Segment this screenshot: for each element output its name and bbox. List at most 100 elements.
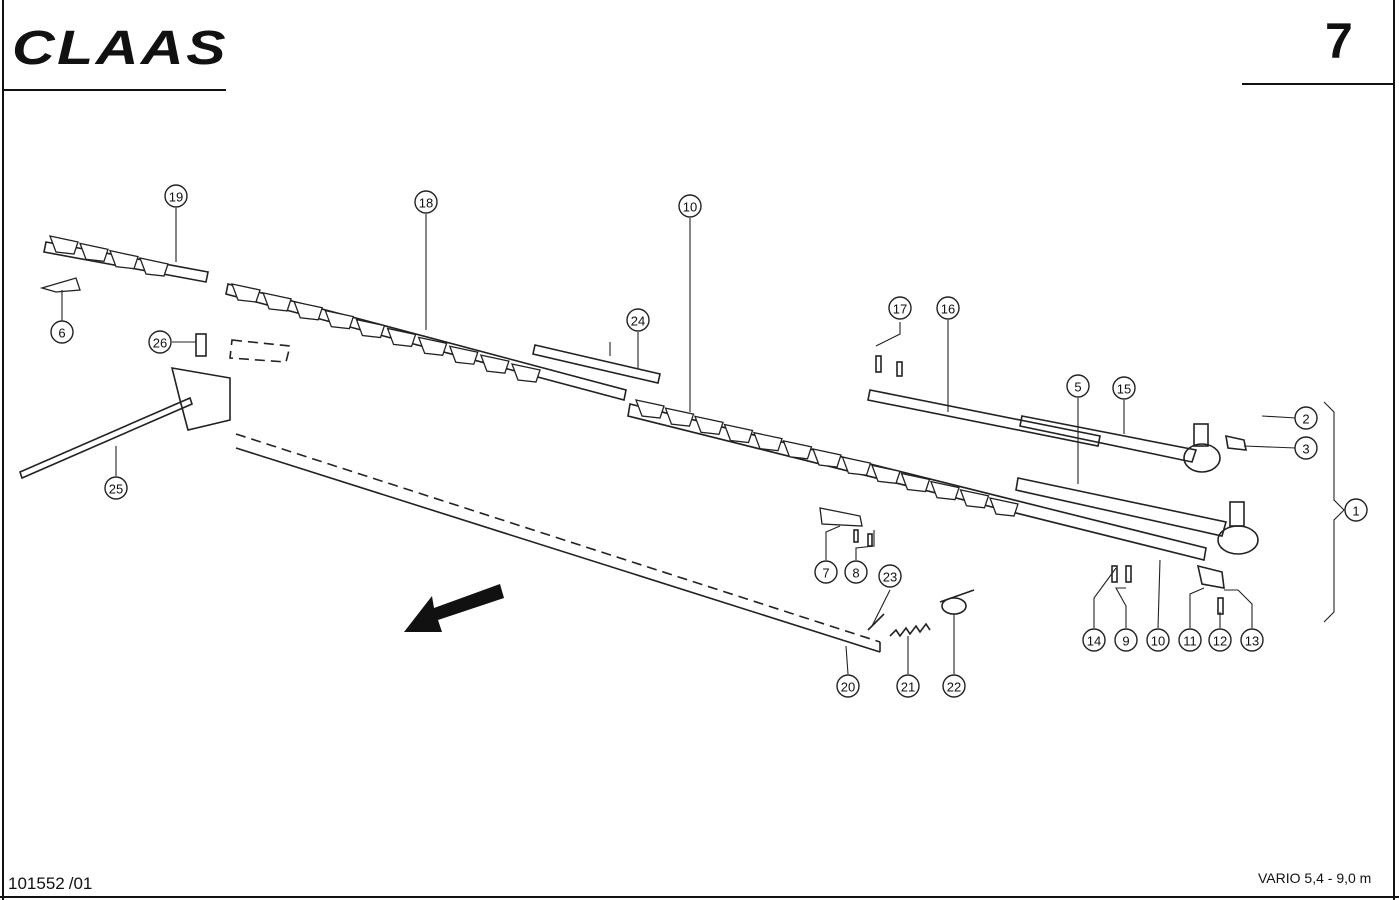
callout-25: 25 (104, 476, 128, 500)
callout-number: 21 (901, 680, 915, 695)
knife-section-tooth (811, 448, 842, 468)
callout-23: 23 (878, 564, 902, 588)
callout-circle (1082, 628, 1106, 652)
knife-section-tooth (510, 363, 541, 383)
knife-section-tooth (664, 407, 695, 427)
frame-right-border (1393, 0, 1395, 900)
knife-back-bar (627, 399, 1207, 561)
knife-section-tooth (230, 283, 261, 303)
callout-circle (1240, 628, 1264, 652)
knife-section-tooth (929, 480, 960, 501)
bolts-and-nuts (875, 355, 1247, 615)
callout-circle (836, 674, 860, 698)
knife-section-tooth (870, 464, 901, 485)
claas-logo: CLAAS (12, 22, 226, 68)
callout-circle (1112, 376, 1136, 400)
knife-section-tooth (723, 423, 754, 444)
callout-11: 11 (1178, 628, 1202, 652)
callout-10: 10 (678, 194, 702, 218)
callout-number: 16 (941, 302, 955, 317)
callout-number: 18 (419, 196, 433, 211)
direction-arrow (404, 584, 504, 632)
callout-circle (896, 674, 920, 698)
callout-circle (414, 190, 438, 214)
callout-3: 3 (1294, 436, 1318, 460)
callout-circle (104, 476, 128, 500)
group-bracket (1323, 401, 1345, 623)
knife-section-tooth (479, 354, 510, 374)
callout-number: 5 (1074, 380, 1081, 395)
callout-number: 24 (631, 314, 645, 329)
callout-number: 3 (1302, 442, 1309, 457)
knife-section-tooth (108, 249, 139, 270)
callout-19: 19 (164, 184, 188, 208)
callout-21: 21 (896, 674, 920, 698)
callout-9: 9 (1114, 628, 1138, 652)
knife-section-tooth (262, 292, 292, 312)
callout-24: 24 (626, 308, 650, 332)
drive-rod (19, 396, 193, 480)
callout-circle (1146, 628, 1170, 652)
callout-number: 7 (822, 566, 829, 581)
split-pin (867, 613, 885, 631)
header-rule-right (1242, 83, 1395, 85)
callout-8: 8 (844, 560, 868, 584)
callout-16: 16 (936, 296, 960, 320)
spring (889, 622, 931, 638)
callout-20: 20 (836, 674, 860, 698)
callout-circle (1294, 436, 1318, 460)
callout-17: 17 (888, 296, 912, 320)
callout-number: 19 (169, 190, 183, 205)
knife-section-strip-long (225, 283, 627, 401)
knife-section-tooth (386, 327, 417, 348)
cover-plate (532, 342, 661, 384)
callout-number: 1 (1352, 504, 1359, 519)
knife-section-tooth (324, 309, 355, 330)
model-label: VARIO 5,4 - 9,0 m (1258, 870, 1372, 886)
knife-section-tooth (900, 472, 931, 493)
callout-15: 15 (1112, 376, 1136, 400)
callout-number: 6 (58, 326, 65, 341)
callout-circle (1208, 628, 1232, 652)
knife-head-arm-lower (1015, 477, 1259, 555)
rivets (853, 529, 873, 547)
callout-22: 22 (942, 674, 966, 698)
callout-circle (844, 560, 868, 584)
knife-section-tooth (355, 318, 386, 339)
knife-section-tooth (752, 431, 783, 452)
callout-circle (814, 560, 838, 584)
callout-circle (626, 308, 650, 332)
callout-12: 12 (1208, 628, 1232, 652)
knife-section-tooth (448, 345, 479, 365)
callout-circle (878, 564, 902, 588)
frame-bottom-border (0, 896, 1399, 898)
callout-circle (1294, 406, 1318, 430)
callout-number: 8 (852, 566, 859, 581)
callout-number: 13 (1245, 634, 1259, 649)
guard-bar (235, 433, 881, 653)
knife-section-tooth (138, 257, 169, 277)
header-rule-left (4, 89, 226, 91)
knife-section-tooth (48, 235, 79, 255)
callout-number: 12 (1213, 634, 1227, 649)
callout-circle (942, 674, 966, 698)
callout-number: 2 (1302, 412, 1309, 427)
callout-number: 11 (1183, 634, 1197, 649)
callout-number: 15 (1117, 382, 1131, 397)
callout-number: 25 (109, 482, 123, 497)
callout-circle (1066, 374, 1090, 398)
callout-14: 14 (1082, 628, 1106, 652)
callout-number: 10 (1151, 634, 1165, 649)
callout-10: 10 (1146, 628, 1170, 652)
callout-circle (888, 296, 912, 320)
wear-plate (867, 389, 1101, 447)
callout-number: 10 (683, 200, 697, 215)
drawing-revision: /01 (68, 874, 93, 893)
drawing-number: 101552/01 (8, 874, 92, 894)
callout-13: 13 (1240, 628, 1264, 652)
knife-section-tooth (293, 300, 324, 321)
knife-section-tooth (417, 336, 448, 357)
knife-section-tooth (693, 415, 724, 436)
clip (939, 589, 975, 615)
